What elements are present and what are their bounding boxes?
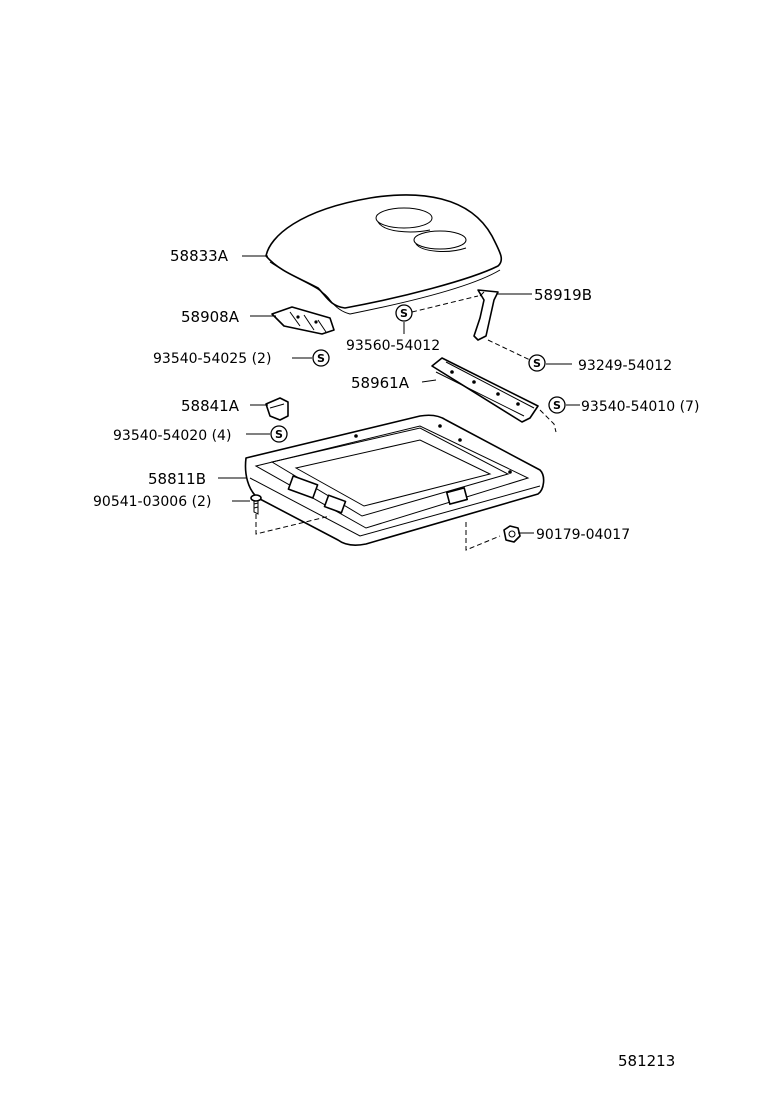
- svg-text:S: S: [317, 352, 325, 365]
- assembly-lines: [255, 295, 557, 551]
- nut-90179-04017[interactable]: [503, 525, 521, 543]
- drawing-number: 581213: [618, 1052, 675, 1070]
- label-90541-03006: 90541-03006 (2): [93, 494, 211, 510]
- svg-text:S: S: [553, 399, 561, 412]
- leader-lines: [218, 255, 580, 534]
- label-93560-54012: 93560-54012: [346, 338, 440, 354]
- label-93540-54020: 93540-54020 (4): [113, 428, 231, 444]
- standard-part-symbol: S: [270, 425, 288, 443]
- screw-90541-03006[interactable]: [250, 494, 262, 515]
- rail-plate-58961A[interactable]: [431, 357, 539, 423]
- label-58811B: 58811B: [148, 470, 206, 488]
- standard-part-symbol: S: [528, 354, 546, 372]
- label-58908A: 58908A: [181, 308, 240, 326]
- label-93249-54012: 93249-54012: [578, 358, 672, 374]
- hinge-58908A[interactable]: [271, 306, 335, 335]
- svg-text:S: S: [533, 357, 541, 370]
- label-58919B: 58919B: [534, 286, 592, 304]
- label-58841A: 58841A: [181, 397, 240, 415]
- svg-text:S: S: [400, 307, 408, 320]
- clip-58841A[interactable]: [265, 397, 289, 421]
- base-frame-58811B[interactable]: [244, 414, 545, 546]
- standard-part-symbol: S: [312, 349, 330, 367]
- label-90179-04017: 90179-04017: [536, 527, 630, 543]
- bracket-58919B[interactable]: [473, 289, 499, 341]
- standard-part-symbol: S: [548, 396, 566, 414]
- svg-text:S: S: [275, 428, 283, 441]
- label-58833A: 58833A: [170, 247, 229, 265]
- standard-part-symbol: S: [395, 304, 413, 322]
- label-58961A: 58961A: [351, 374, 410, 392]
- label-93540-54010: 93540-54010 (7): [581, 399, 699, 415]
- label-93540-54025: 93540-54025 (2): [153, 351, 271, 367]
- console-lid-58833A[interactable]: [265, 194, 503, 315]
